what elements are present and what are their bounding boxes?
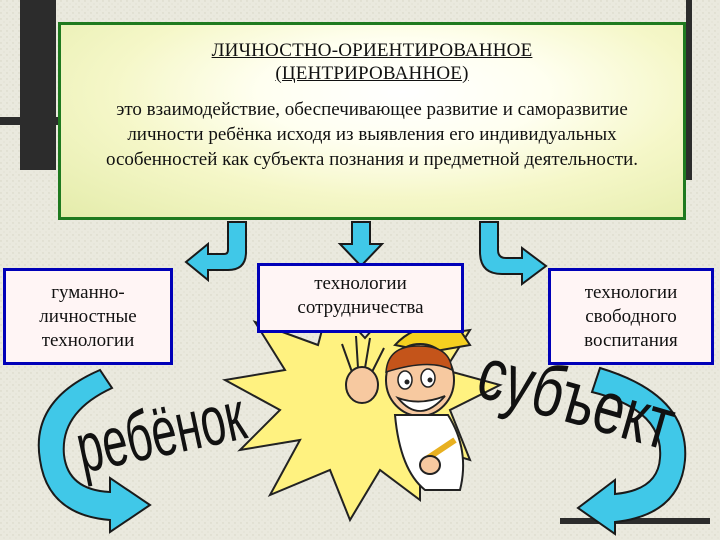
dark-bar-vertical	[20, 0, 56, 170]
thin-bar-bottom	[560, 518, 710, 524]
title-line-1: ЛИЧНОСТНО-ОРИЕНТИРОВАННОЕ	[211, 40, 533, 61]
tech-humane-personal-label: гуманно-личностные технологии	[39, 281, 137, 351]
tech-humane-personal: гуманно-личностные технологии	[3, 268, 173, 365]
tech-cooperation: технологии сотрудничества	[257, 263, 464, 333]
tech-free-education-label: технологии свободного воспитания	[584, 281, 678, 351]
definition-text: это взаимодействие, обеспечивающее разви…	[106, 99, 638, 170]
title-line-2: (ЦЕНТРИРОВАННОЕ)	[275, 63, 469, 84]
thin-bar-right	[686, 0, 692, 180]
tech-free-education: технологии свободного воспитания	[548, 268, 714, 365]
dark-bar-horizontal	[0, 117, 58, 125]
definition-panel: ЛИЧНОСТНО-ОРИЕНТИРОВАННОЕ (ЦЕНТРИРОВАННО…	[58, 22, 686, 220]
tech-cooperation-label: технологии сотрудничества	[297, 273, 424, 318]
page-title: ЛИЧНОСТНО-ОРИЕНТИРОВАННОЕ (ЦЕНТРИРОВАННО…	[61, 39, 683, 85]
